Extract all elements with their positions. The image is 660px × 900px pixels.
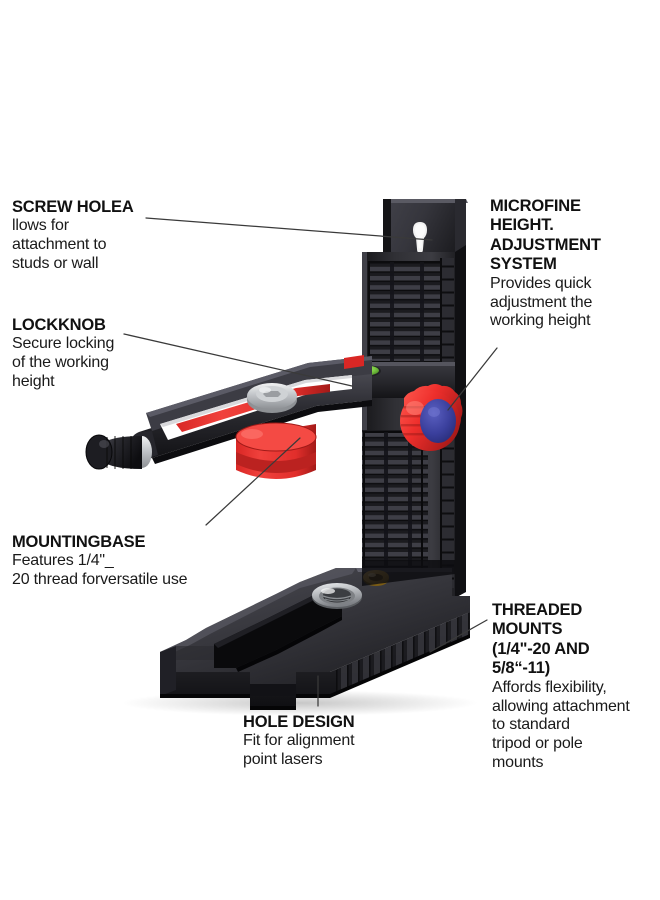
hex-screw [247,383,297,413]
callout-hole-design-body: Fit for alignment point lasers [243,732,355,769]
callout-mountingbase: MOUNTINGBASE Features 1/4"_ 20 thread fo… [12,533,262,590]
callout-threaded-mounts-body: Affords flexibility, allowing attachment… [492,678,630,771]
threaded-socket-58 [312,583,362,609]
callout-threaded-mounts: THREADED MOUNTS (1/4"-20 AND 5/8“-11) Af… [492,601,660,772]
callout-microfine-body: Provides quick adjustment the working he… [490,274,593,330]
alignment-hole [214,594,342,672]
callout-screw-hole-body: llows for attachment to studs or wall [12,217,107,272]
callout-threaded-mounts-title: THREADED MOUNTS (1/4"-20 AND 5/8“-11) [492,601,590,678]
callout-screw-hole-title: SCREW HOLEA [12,198,134,216]
callout-mountingbase-title: MOUNTINGBASE [12,533,146,551]
callout-hole-design: HOLE DESIGN Fit for alignment point lase… [243,713,433,770]
callout-mountingbase-body: Features 1/4"_ 20 thread forversatile us… [12,552,188,589]
callout-hole-design-title: HOLE DESIGN [243,713,355,731]
callout-microfine: MICROFINE HEIGHT. ADJUSTMENT SYSTEM Prov… [490,197,660,331]
callout-lockknob-title: LOCKKNOB [12,316,106,334]
callout-lockknob-body: Secure locking of the working height [12,335,115,390]
callout-microfine-title: MICROFINE HEIGHT. ADJUSTMENT SYSTEM [490,197,601,274]
callout-screw-hole: SCREW HOLEA llows for attachment to stud… [12,198,202,274]
callout-lockknob: LOCKKNOB Secure locking of the working h… [12,316,192,392]
lock-knob [85,434,152,470]
column-base-joint [362,560,455,586]
red-rotating-base [235,422,317,479]
